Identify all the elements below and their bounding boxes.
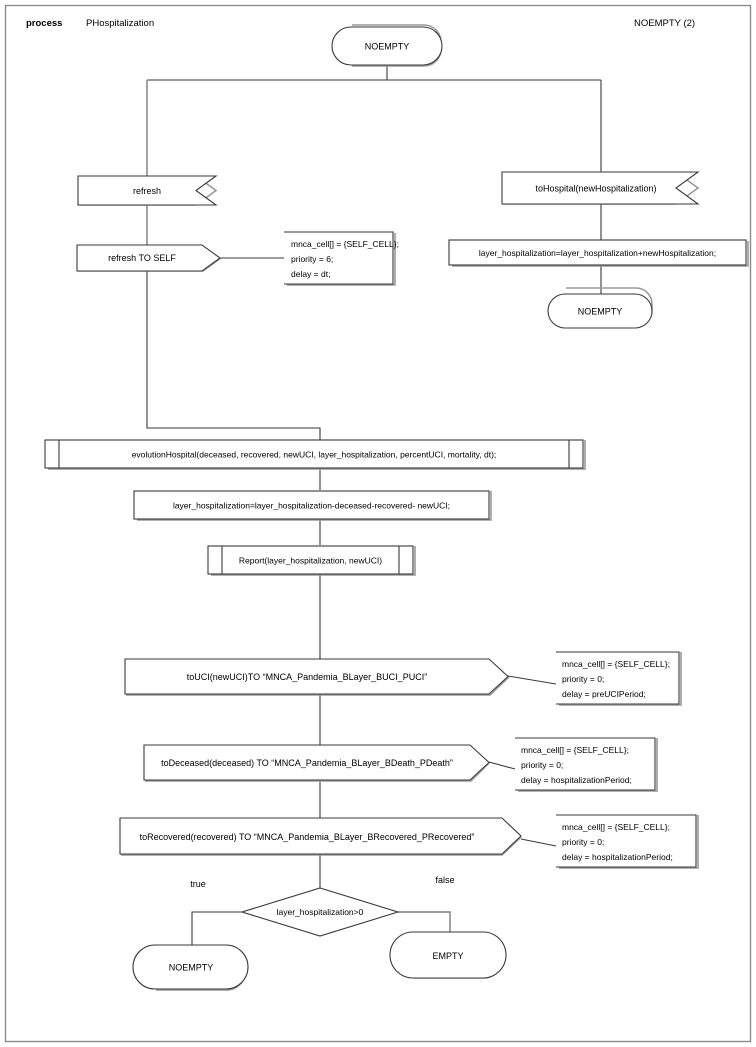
call-evolution-label: evolutionHospital(deceased, recovered, n… <box>132 450 497 460</box>
output-touci-shadow <box>126 676 510 696</box>
end-terminal-empty-label: EMPTY <box>432 951 463 961</box>
end-terminal-noempty-body <box>132 944 249 990</box>
call-report-label: Report(layer_hospitalization, newUCI) <box>239 556 382 566</box>
comment-refresh-body <box>284 231 394 285</box>
comment-todeceased-line2: priority = 0; <box>521 760 563 770</box>
comment-torecovered-line1: mnca_cell[] = {SELF_CELL}; <box>562 822 670 832</box>
comment-touci-line3: delay = preUCIPeriod; <box>562 689 646 699</box>
branch-false-label: false <box>435 875 454 885</box>
output-refresh-self-body <box>76 244 221 272</box>
decision-layer-hospitalization[interactable]: layer_hospitalization>0 <box>240 887 400 937</box>
task-subtract-shadow <box>137 491 492 521</box>
comment-torecovered-body <box>556 814 697 868</box>
task-subtract-label: layer_hospitalization=layer_hospitalizat… <box>173 501 450 511</box>
task-add-label: layer_hospitalization=layer_hospitalizat… <box>479 248 716 258</box>
output-touci-body <box>124 658 509 695</box>
input-tohospital-label: toHospital(newHospitalization) <box>535 184 656 194</box>
state-terminal-after-hospital[interactable]: NOEMPTY <box>547 287 653 329</box>
input-refresh-body <box>77 175 218 206</box>
call-evolution-hospital[interactable]: evolutionHospital(deceased, recovered, n… <box>44 439 586 470</box>
output-todeceased-shadow <box>145 762 490 782</box>
output-refresh-self-shape[interactable]: refresh TO SELF <box>76 244 222 272</box>
output-todeceased-body <box>143 744 490 781</box>
output-refresh-self-label: refresh TO SELF <box>108 253 176 263</box>
end-terminal-empty[interactable]: EMPTY <box>389 931 507 979</box>
task-subtract-body <box>133 490 490 520</box>
state-after-hospital-body <box>547 293 653 329</box>
page-title: PHospitalization <box>86 18 154 29</box>
input-tohospital-shape[interactable]: toHospital(newHospitalization) <box>501 171 700 205</box>
conn-self-to-evolution <box>146 270 321 440</box>
input-tohospital-body <box>501 171 700 205</box>
conn-decision-false <box>398 911 451 932</box>
call-report[interactable]: Report(layer_hospitalization, newUCI) <box>207 545 416 576</box>
end-terminal-noempty-label: NOEMPTY <box>169 963 214 973</box>
comment-todeceased-line3: delay = hospitalizationPeriod; <box>521 775 632 785</box>
call-report-body <box>207 545 414 575</box>
task-add-body <box>448 239 747 266</box>
output-torecovered-shadow <box>121 836 522 856</box>
conn-torecovered-comment-link <box>520 838 557 847</box>
decision-body <box>240 887 400 937</box>
comment-torecovered-box: mnca_cell[] = {SELF_CELL}; priority = 0;… <box>556 814 699 869</box>
output-todeceased-label: toDeceased(deceased) TO “MNCA_Pandemia_B… <box>161 758 453 768</box>
comment-refresh-shadow <box>287 233 396 286</box>
output-touci-label: toUCI(newUCI)TO “MNCA_Pandemia_BLayer_BU… <box>187 672 427 682</box>
comment-touci-line1: mnca_cell[] = {SELF_CELL}; <box>562 659 670 669</box>
task-subtract[interactable]: layer_hospitalization=layer_hospitalizat… <box>133 490 492 521</box>
diagram-frame <box>4 4 752 1043</box>
start-terminal-body <box>331 26 443 66</box>
page-reference-label: NOEMPTY (2) <box>634 18 695 29</box>
conn-decision-true <box>191 911 242 945</box>
comment-refresh-box: mnca_cell[] = {SELF_CELL}; priority = 6;… <box>284 231 399 286</box>
input-refresh-label: refresh <box>133 186 161 196</box>
start-terminal-label: NOEMPTY <box>365 42 410 52</box>
start-terminal-noempty[interactable]: NOEMPTY <box>331 24 443 67</box>
comment-todeceased-box: mnca_cell[] = {SELF_CELL}; priority = 0;… <box>515 737 658 792</box>
call-evolution-body <box>44 439 584 469</box>
task-add-hospitalization[interactable]: layer_hospitalization=layer_hospitalizat… <box>448 239 749 267</box>
comment-todeceased-shadow <box>518 738 658 792</box>
branch-true-label: true <box>190 879 206 889</box>
output-todeceased-shape[interactable]: toDeceased(deceased) TO “MNCA_Pandemia_B… <box>143 744 490 782</box>
comment-touci-shadow <box>559 652 682 706</box>
comment-torecovered-shadow <box>559 815 699 869</box>
decision-label: layer_hospitalization>0 <box>277 907 364 917</box>
output-torecovered-label: toRecovered(recovered) TO “MNCA_Pandemia… <box>140 832 475 842</box>
end-terminal-noempty[interactable]: NOEMPTY <box>132 944 249 991</box>
comment-touci-body <box>556 651 680 705</box>
header-keyword: process <box>26 18 62 29</box>
comment-touci-line2: priority = 0; <box>562 674 604 684</box>
call-report-shadow <box>211 546 416 576</box>
conn-touci-comment-link <box>507 675 557 685</box>
comment-refresh-line2: priority = 6; <box>291 254 333 264</box>
call-evolution-shadow <box>48 440 586 470</box>
comment-todeceased-body <box>515 737 656 791</box>
comment-refresh-line3: delay = dt; <box>291 269 330 279</box>
output-torecovered-body <box>119 817 522 855</box>
state-after-hospital-label: NOEMPTY <box>578 307 623 317</box>
task-add-shadow <box>452 241 749 267</box>
output-torecovered-shape[interactable]: toRecovered(recovered) TO “MNCA_Pandemia… <box>119 817 522 856</box>
comment-torecovered-line2: priority = 0; <box>562 837 604 847</box>
input-refresh-shape[interactable]: refresh <box>77 175 218 206</box>
output-touci-shape[interactable]: toUCI(newUCI)TO “MNCA_Pandemia_BLayer_BU… <box>124 658 510 696</box>
comment-todeceased-line1: mnca_cell[] = {SELF_CELL}; <box>521 745 629 755</box>
comment-refresh-line1: mnca_cell[] = {SELF_CELL}; <box>291 239 399 249</box>
comment-torecovered-line3: delay = hospitalizationPeriod; <box>562 852 673 862</box>
comment-touci-box: mnca_cell[] = {SELF_CELL}; priority = 0;… <box>556 651 682 706</box>
end-terminal-empty-body <box>389 931 507 979</box>
conn-todeceased-comment-link <box>488 761 516 770</box>
